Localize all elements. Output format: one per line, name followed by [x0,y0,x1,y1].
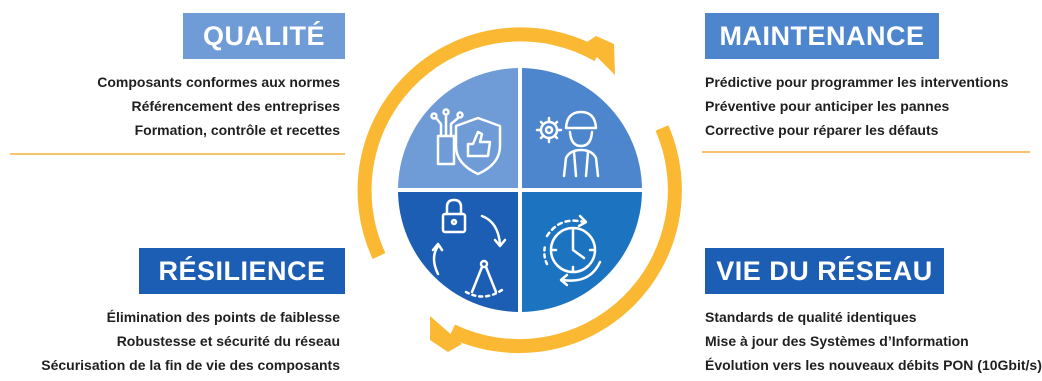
vie-reseau-title: VIE DU RÉSEAU [716,255,933,286]
qualite-line: Composants conformes aux normes [97,74,340,90]
maintenance-line: Préventive pour anticiper les pannes [705,98,950,114]
qualite-lines: Composants conformes aux normes Référenc… [97,70,340,142]
qualite-badge: QUALITÉ [183,13,345,59]
resilience-badge: RÉSILIENCE [139,248,345,294]
maintenance-title: MAINTENANCE [719,20,925,51]
resilience-line: Élimination des points de faiblesse [106,309,340,325]
clock-lifecycle-icon [543,214,602,287]
maintenance-line: Prédictive pour programmer les intervent… [705,74,1009,90]
vie-reseau-lines: Standards de qualité identiques Mise à j… [705,305,1042,377]
cycle-arrow-top-head [584,36,615,75]
maintenance-lines: Prédictive pour programmer les intervent… [705,70,1008,142]
technician-gear-icon [535,110,600,178]
resilience-lines: Élimination des points de faiblesse Robu… [41,305,340,377]
maintenance-badge: MAINTENANCE [705,13,939,59]
quadrant-bottom-right [522,192,642,312]
vie-reseau-line: Mise à jour des Systèmes d’Information [705,333,969,349]
cycle-arrow-top [357,27,602,259]
qualite-line: Référencement des entreprises [131,98,340,114]
right-divider [702,151,1030,153]
quadrant-bottom-left [398,192,518,312]
maintenance-line: Corrective pour réparer les défauts [705,122,939,138]
cycle-arrow-bottom [449,125,682,354]
vie-reseau-badge: VIE DU RÉSEAU [705,248,944,294]
cycle-arrow-bottom-head [430,316,462,352]
left-divider [10,153,345,155]
resilience-line: Sécurisation de la fin de vie des compos… [41,357,340,373]
qualite-title: QUALITÉ [203,20,325,51]
vie-reseau-line: Évolution vers les nouveaux débits PON (… [705,357,1042,373]
padlock-compass-cycle-icon [431,198,507,298]
quality-shield-thumbs-up-icon [430,108,502,176]
qualite-line: Formation, contrôle et recettes [134,122,340,138]
vie-reseau-line: Standards de qualité identiques [705,309,917,325]
resilience-line: Robustesse et sécurité du réseau [116,333,340,349]
resilience-title: RÉSILIENCE [158,255,326,286]
